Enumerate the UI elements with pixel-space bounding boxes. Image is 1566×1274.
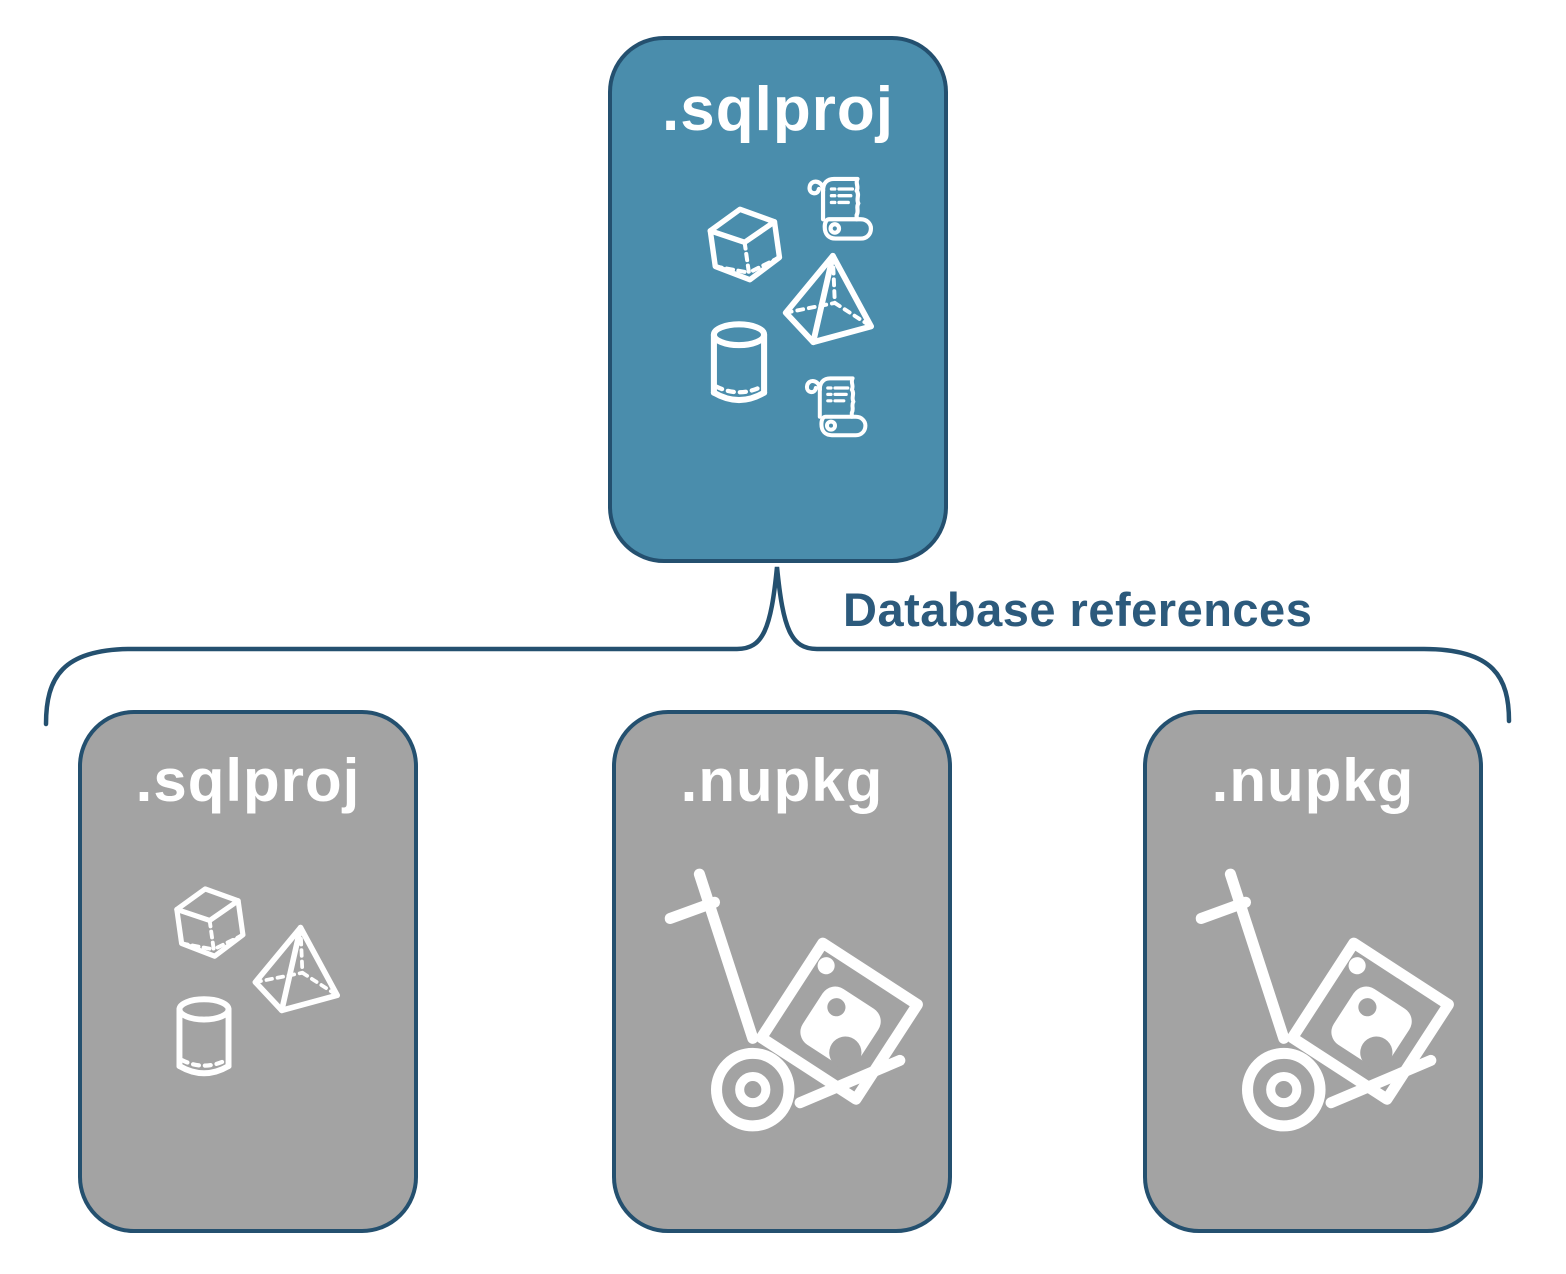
child-box-title: .sqlproj [135, 747, 361, 814]
child-nupkg-box-2: .nupkg [1143, 710, 1483, 1233]
child-nupkg-box-1: .nupkg [612, 710, 952, 1233]
brace-label: Database references [843, 583, 1313, 636]
nuget-package-dolly-icon [647, 857, 924, 1144]
child-sqlproj-box: .sqlproj [78, 710, 418, 1233]
database-cylinder-icon [170, 995, 238, 1083]
child-box-title: .nupkg [680, 747, 884, 814]
nuget-package-dolly-icon [1178, 857, 1455, 1144]
pyramid-icon [244, 922, 342, 1016]
sql-script-scroll-icon [795, 370, 875, 446]
sql-script-scroll-icon [797, 170, 881, 250]
database-cylinder-icon [704, 320, 774, 410]
child-box-title: .nupkg [1211, 747, 1415, 814]
parent-sqlproj-box: .sqlproj [608, 36, 948, 563]
parent-box-title: .sqlproj [662, 75, 894, 144]
pyramid-icon [774, 250, 876, 348]
